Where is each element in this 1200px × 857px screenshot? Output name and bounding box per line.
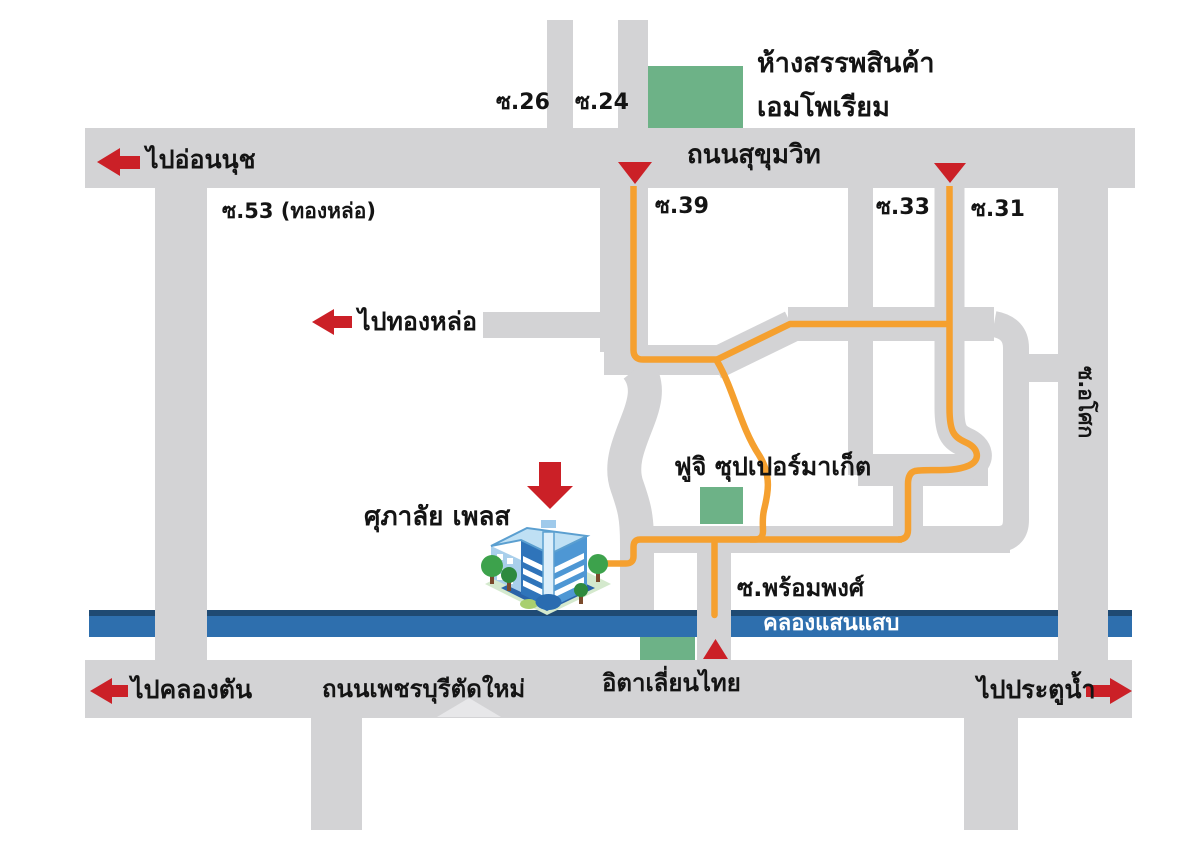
label-soi-asoke: ซ.อโศก [1074, 366, 1098, 439]
route-diagonal-leg [712, 320, 947, 364]
road-bottom-stub-left [311, 718, 362, 830]
route-soi31-leg [897, 186, 980, 543]
road-bottom-stub-right [964, 718, 1018, 830]
road-network-over-canal [155, 188, 1108, 660]
label-soi-phromphong: ซ.พร้อมพงศ์ [737, 574, 865, 602]
building-tower [542, 531, 555, 601]
label-sukhumvit-road: ถนนสุขุมวิท [687, 140, 821, 170]
label-to-thonglor: ไปทองหล่อ [358, 307, 477, 336]
triangle-down-soi31-icon [934, 163, 966, 183]
label-to-onnut: ไปอ่อนนุช [146, 145, 256, 174]
label-soi24: ซ.24 [575, 90, 629, 115]
arrow-right-pratunam-icon [1086, 678, 1132, 704]
triangle-down-soi39-icon [618, 162, 652, 184]
road-soi33 [848, 188, 873, 475]
destination-arrow-icon [527, 462, 573, 509]
road-soi-asoke [1058, 188, 1108, 660]
label-supalai-place: ศุภาลัย เพลส [364, 502, 511, 532]
red-markers [90, 148, 1132, 704]
label-emporium-line1: ห้างสรรพสินค้า [757, 48, 935, 79]
building-tower-cap [541, 520, 556, 528]
road-soi26 [547, 20, 573, 130]
label-soi31: ซ.31 [971, 197, 1025, 222]
triangle-up-italianthai-icon [703, 639, 728, 659]
label-khlong-saen-saep: คลองแสนแสบ [763, 611, 900, 636]
route-fuji-leg [714, 359, 772, 543]
label-fuji-supermarket: ฟูจิ ซุปเปอร์มาเก็ต [674, 452, 872, 481]
road-east-vertical [990, 311, 1029, 552]
arrow-left-thonglor-icon [312, 309, 352, 335]
building-right-stripes [553, 553, 584, 598]
label-to-khlongtan: ไปคลองตัน [131, 675, 253, 704]
label-emporium-line2: เอมโพเรียม [757, 92, 890, 123]
route-orange [607, 186, 980, 619]
road-light-patch [437, 698, 501, 717]
canal-khlong-saen-saep [89, 610, 1132, 637]
canal-edge [89, 610, 1132, 616]
road-network [85, 20, 1135, 830]
building-tower-base [535, 594, 562, 610]
road-phetchaburi [85, 660, 1132, 718]
landmarks [640, 66, 743, 660]
building-roof [490, 526, 591, 556]
trees [481, 554, 608, 604]
label-soi39: ซ.39 [655, 194, 709, 219]
road-soi31-scurve [893, 188, 992, 528]
building-left-stripes [523, 556, 548, 598]
road-asoke-connector [1013, 354, 1060, 382]
label-soi53-thonglor: ซ.53 (ทองหล่อ) [222, 199, 376, 223]
route-main-leg [607, 536, 902, 567]
route-soi39-leg [630, 186, 717, 363]
fuji-supermarket-block [700, 487, 743, 524]
arrow-left-khlongtan-icon [90, 678, 128, 704]
label-italian-thai: อิตาเลี่ยนไทย [602, 669, 741, 697]
label-new-phetchaburi-road: ถนนเพชรบุรีตัดใหม่ [322, 675, 526, 703]
bush-icon [520, 599, 538, 609]
label-soi33: ซ.33 [876, 195, 930, 220]
building-icon [481, 520, 611, 615]
road-wavy-descent [607, 357, 662, 612]
label-soi26: ซ.26 [496, 90, 550, 115]
road-thonglor-soi53 [155, 188, 207, 660]
road-sukhumvit [85, 128, 1135, 188]
arrow-left-onnut-icon [97, 148, 140, 176]
canal-pier-block [640, 637, 695, 660]
emporium-block [648, 66, 743, 128]
label-to-pratunam: ไปประตูน้ำ [977, 675, 1096, 704]
road-soi24 [618, 20, 648, 130]
